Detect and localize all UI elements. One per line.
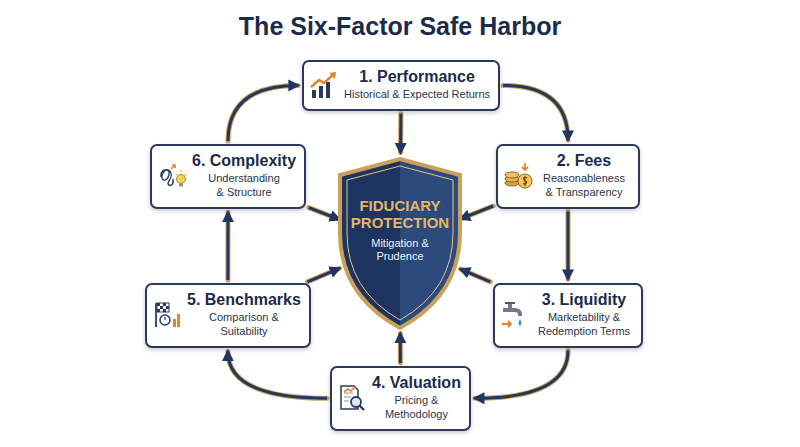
protection-arrow bbox=[308, 268, 340, 281]
factor-box: 5. BenchmarksComparison & Suitability bbox=[145, 283, 311, 348]
connector-line bbox=[567, 212, 570, 280]
cycle-arrow bbox=[475, 351, 568, 399]
factor-icon bbox=[152, 300, 182, 330]
connector-edge bbox=[228, 352, 327, 399]
protection-arrow bbox=[309, 208, 340, 220]
connector-line bbox=[309, 208, 340, 220]
connector-edge bbox=[398, 114, 403, 153]
cycle-arrow bbox=[227, 213, 228, 281]
box-heading: 4. Valuation bbox=[372, 374, 461, 392]
connector-edge bbox=[566, 212, 571, 280]
connector-edge bbox=[308, 268, 340, 281]
connector-line bbox=[399, 334, 402, 364]
factor-box: 6. ComplexityUnderstanding & Structure bbox=[150, 144, 306, 209]
cycle-arrow bbox=[503, 85, 568, 140]
cycle-arrow bbox=[228, 85, 298, 141]
cycle-arrow bbox=[228, 352, 327, 399]
box-heading: 6. Complexity bbox=[192, 152, 296, 170]
factor-box: 4. ValuationPricing & Methodology bbox=[330, 366, 471, 431]
box-heading: FIDUCIARY PROTECTION bbox=[348, 197, 452, 232]
connector-edge bbox=[228, 85, 298, 141]
connector-line bbox=[475, 351, 568, 399]
box-heading: 2. Fees bbox=[538, 152, 630, 170]
factor-icon bbox=[503, 161, 533, 191]
protection-arrow bbox=[400, 334, 401, 364]
box-description: Comparison & Suitability bbox=[204, 311, 284, 339]
cycle-arrow bbox=[568, 212, 569, 280]
connector-line bbox=[399, 114, 402, 153]
box-heading: 1. Performance bbox=[344, 68, 490, 86]
connector-line bbox=[226, 213, 229, 281]
factor-box: 3. LiquidityMarketability & Redemption T… bbox=[493, 283, 643, 348]
connector-edge bbox=[503, 85, 568, 140]
connector-line bbox=[228, 352, 327, 399]
connector-line bbox=[308, 268, 340, 281]
factor-icon bbox=[500, 300, 530, 330]
connector-edge bbox=[309, 208, 340, 220]
diagram-title: The Six-Factor Safe Harbor bbox=[0, 12, 800, 41]
box-description: Marketability & Redemption Terms bbox=[535, 311, 633, 339]
connector-edge bbox=[398, 334, 403, 364]
box-description: Mitigation & Prudence bbox=[360, 237, 440, 263]
connector-edge bbox=[461, 206, 494, 219]
factor-icon bbox=[337, 383, 367, 413]
shield-node: FIDUCIARY PROTECTION Mitigation & Prudenc… bbox=[334, 155, 466, 331]
box-description: Reasonableness & Transparency bbox=[538, 172, 630, 200]
factor-box: 2. FeesReasonableness & Transparency bbox=[496, 144, 640, 209]
protection-arrow bbox=[461, 269, 491, 282]
factor-box: 1. PerformanceHistorical & Expected Retu… bbox=[302, 60, 500, 111]
protection-arrow bbox=[461, 206, 494, 219]
connector-line bbox=[461, 206, 494, 219]
box-heading: 3. Liquidity bbox=[535, 291, 633, 309]
connector-line bbox=[503, 85, 568, 140]
factor-icon bbox=[157, 161, 187, 191]
box-heading: 5. Benchmarks bbox=[187, 291, 301, 309]
connector-edge bbox=[225, 213, 230, 281]
box-description: Historical & Expected Returns bbox=[344, 88, 490, 102]
box-description: Pricing & Methodology bbox=[376, 394, 456, 422]
factor-icon bbox=[309, 70, 339, 100]
connector-edge bbox=[461, 269, 491, 282]
protection-arrow bbox=[400, 114, 401, 153]
connector-edge bbox=[475, 351, 568, 399]
box-description: Understanding & Structure bbox=[204, 172, 284, 200]
connector-line bbox=[461, 269, 491, 282]
connector-line bbox=[228, 85, 298, 141]
